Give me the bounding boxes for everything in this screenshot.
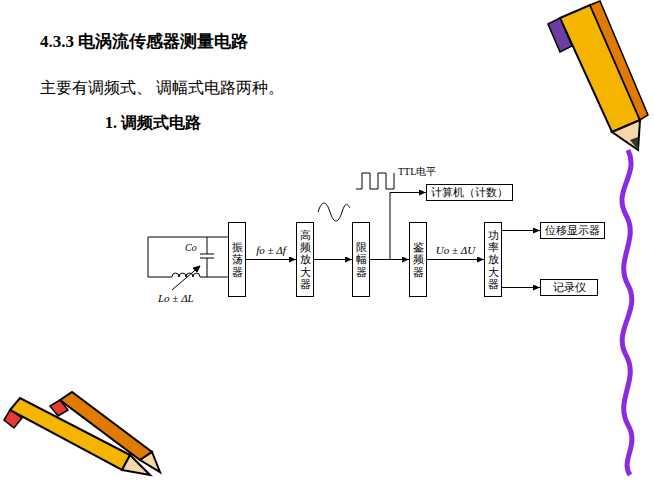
signal-arrow	[427, 259, 484, 260]
signal-arrow	[502, 287, 540, 288]
pencil-clipart	[548, 1, 648, 150]
process-box: 记录仪	[540, 279, 598, 296]
square-wave	[356, 173, 394, 189]
signal-arrow	[370, 259, 409, 260]
signal-label: fo ± Δf	[255, 244, 287, 256]
process-box: 计算机（计数）	[426, 184, 513, 201]
box-label: 鉴频器	[413, 241, 424, 277]
signal-arrow	[314, 259, 352, 260]
process-box: 振荡器	[228, 222, 246, 297]
process-box: 位移显示器	[540, 222, 605, 239]
signal-arrow	[502, 230, 540, 231]
box-label: 记录仪	[553, 281, 586, 293]
box-label: 高频放大器	[300, 229, 311, 289]
box-label: 功率放大器	[488, 229, 499, 289]
pencil-clipart	[4, 392, 160, 475]
signal-label: Uo ± ΔU	[435, 244, 476, 256]
process-box: 功率放大器	[484, 222, 502, 297]
component-label: Lo ± ΔL	[158, 292, 194, 304]
signal-arrow	[246, 259, 296, 260]
box-label: 计算机（计数）	[431, 186, 508, 198]
decor-wave	[622, 150, 632, 475]
signal-label: TTL电平	[398, 165, 436, 179]
box-label: 振荡器	[232, 241, 243, 277]
box-label: 位移显示器	[545, 224, 600, 236]
process-box: 限幅器	[352, 222, 370, 297]
subtitle: 主要有调频式、 调幅式电路两种。	[40, 78, 284, 99]
sine-wave	[318, 203, 350, 221]
section-heading: 1. 调频式电路	[105, 113, 201, 134]
process-box: 高频放大器	[296, 222, 314, 297]
box-label: 限幅器	[356, 241, 367, 277]
lc-circuit	[148, 237, 228, 290]
process-box: 鉴频器	[409, 222, 427, 297]
title: 4.3.3 电涡流传感器测量电路	[40, 30, 248, 53]
component-label: Co	[185, 242, 197, 253]
